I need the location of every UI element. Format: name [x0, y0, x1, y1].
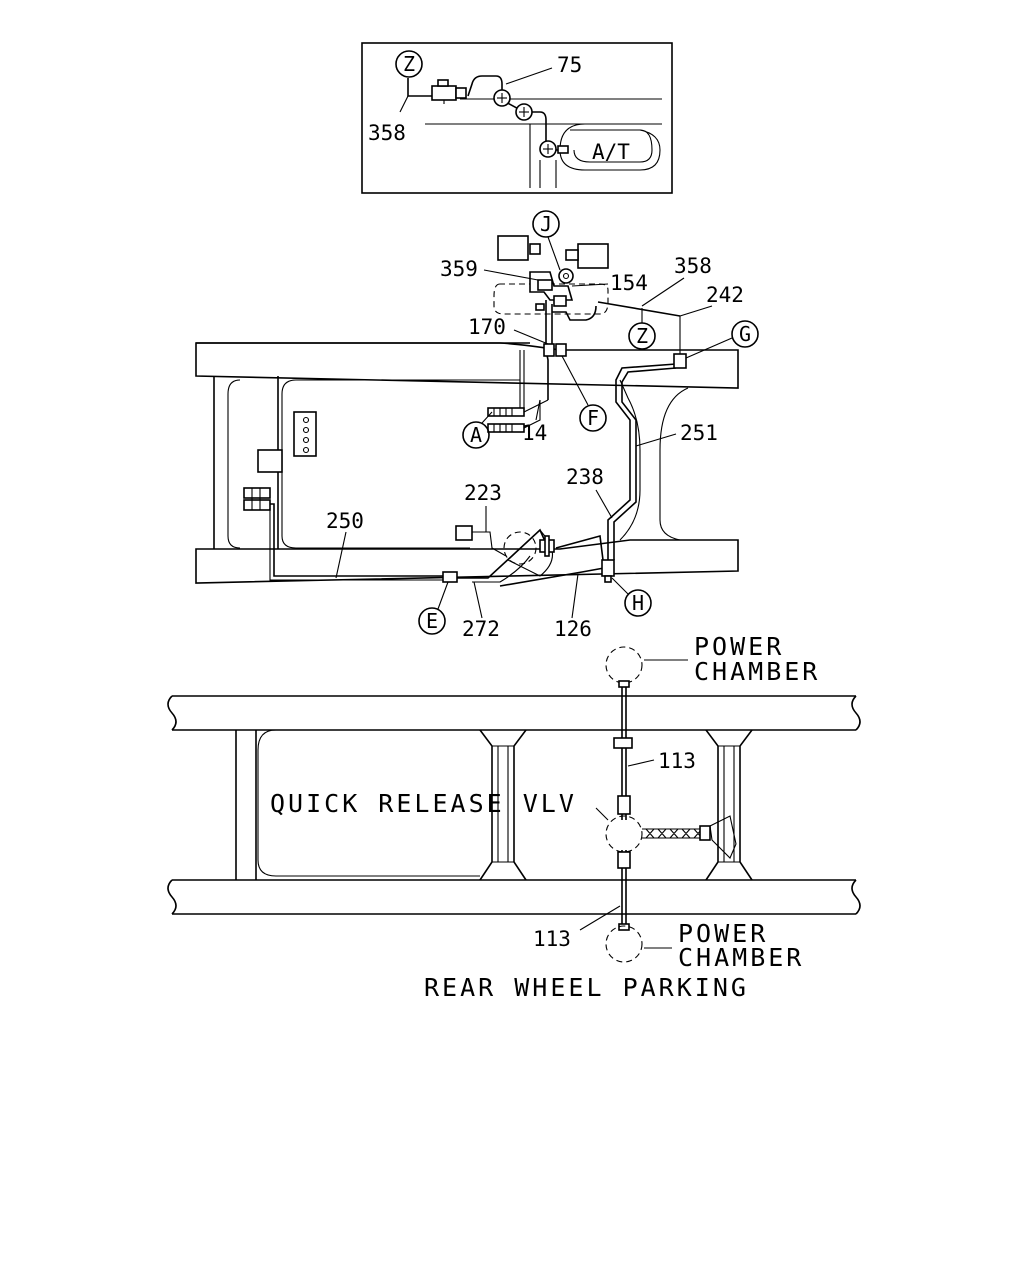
callout-g: G — [739, 322, 751, 346]
part-250-label: 250 — [326, 509, 364, 533]
callout-z-circle — [395, 50, 423, 78]
hose-to-bracket — [642, 825, 711, 841]
part-238-label: 238 — [566, 465, 604, 489]
callout-h: H — [632, 591, 644, 615]
part-359-label: 359 — [440, 257, 478, 281]
callout-z-label: Z — [403, 52, 415, 76]
inset-view: Z 75 358 A/T — [361, 42, 673, 194]
power-chamber-top-line2: CHAMBER — [694, 657, 820, 686]
part-251-label: 251 — [680, 421, 718, 445]
part-113-top-label: 113 — [658, 749, 696, 773]
part-113-bottom-label: 113 — [533, 927, 571, 951]
part-358-label: 358 — [368, 121, 406, 145]
part-358-label: 358 — [674, 254, 712, 278]
callout-f: F — [587, 406, 599, 430]
part-14-label: 14 — [522, 421, 547, 445]
power-chamber-bottom-line1: POWER — [678, 919, 768, 948]
part-75-label: 75 — [557, 53, 582, 77]
callout-j: J — [540, 212, 552, 236]
part-154-label: 154 — [610, 271, 648, 295]
hose-coil — [487, 407, 525, 433]
part-272-label: 272 — [462, 617, 500, 641]
part-223-label: 223 — [464, 481, 502, 505]
callout-e: E — [426, 609, 438, 633]
callout-z: Z — [636, 324, 648, 348]
part-170-label: 170 — [468, 315, 506, 339]
at-label: A/T — [592, 140, 630, 164]
part-126-label: 126 — [554, 617, 592, 641]
rear-wheel-parking-caption: REAR WHEEL PARKING — [424, 973, 749, 1002]
rear-parking-view: POWER CHAMBER 113 QUICK RELEASE VLV POWE… — [167, 632, 861, 1002]
part-242-label: 242 — [706, 283, 744, 307]
quick-release-valve-label: QUICK RELEASE VLV — [270, 789, 577, 818]
power-chamber-bottom-line2: CHAMBER — [678, 943, 804, 972]
callout-a: A — [470, 423, 482, 447]
front-chassis-view: J Z G F A E H 359 154 358 242 170 14 251 — [195, 210, 759, 641]
inset-frame — [361, 42, 673, 194]
power-chamber-top-line1: POWER — [694, 632, 784, 661]
